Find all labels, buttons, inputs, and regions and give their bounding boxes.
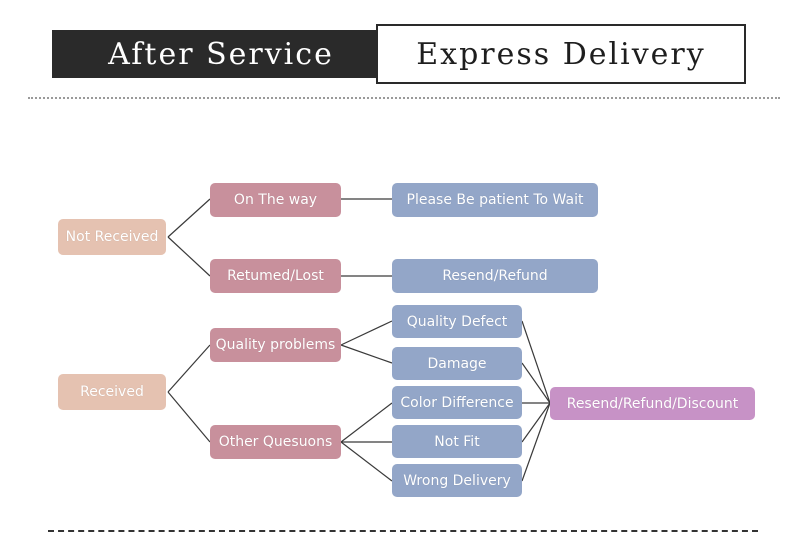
node-color-difference: Color Difference xyxy=(392,386,522,419)
node-resend-refund-discount: Resend/Refund/Discount xyxy=(550,387,755,420)
link-other-color xyxy=(340,402,393,443)
node-wrong-delivery: Wrong Delivery xyxy=(392,464,522,497)
dotted-divider xyxy=(28,97,780,99)
link-quality-damage xyxy=(340,344,393,364)
node-damage: Damage xyxy=(392,347,522,380)
node-resend-refund: Resend/Refund xyxy=(392,259,598,293)
node-quality-defect: Quality Defect xyxy=(392,305,522,338)
link-notfit-final xyxy=(521,402,551,443)
node-quality-problems: Quality problems xyxy=(210,328,341,362)
node-on-the-way: On The way xyxy=(210,183,341,217)
node-please-wait: Please Be patient To Wait xyxy=(392,183,598,217)
link-received-other xyxy=(167,391,211,443)
link-not-received-on-the-way xyxy=(167,198,211,238)
link-defect-final xyxy=(521,320,551,404)
link-other-wrong xyxy=(340,441,393,482)
link-damage-final xyxy=(521,362,551,404)
node-not-received: Not Received xyxy=(58,219,166,255)
node-returned-lost: Retumed/Lost xyxy=(210,259,341,293)
link-received-quality xyxy=(167,344,211,393)
link-quality-defect xyxy=(340,320,393,346)
node-other-questions: Other Quesuons xyxy=(210,425,341,459)
dashed-divider xyxy=(48,530,758,532)
express-delivery-header: Express Delivery xyxy=(376,24,746,84)
after-service-header: After Service xyxy=(52,30,390,78)
node-not-fit: Not Fit xyxy=(392,425,522,458)
link-not-received-returned xyxy=(167,236,211,277)
link-wrong-final xyxy=(521,402,551,482)
node-received: Received xyxy=(58,374,166,410)
